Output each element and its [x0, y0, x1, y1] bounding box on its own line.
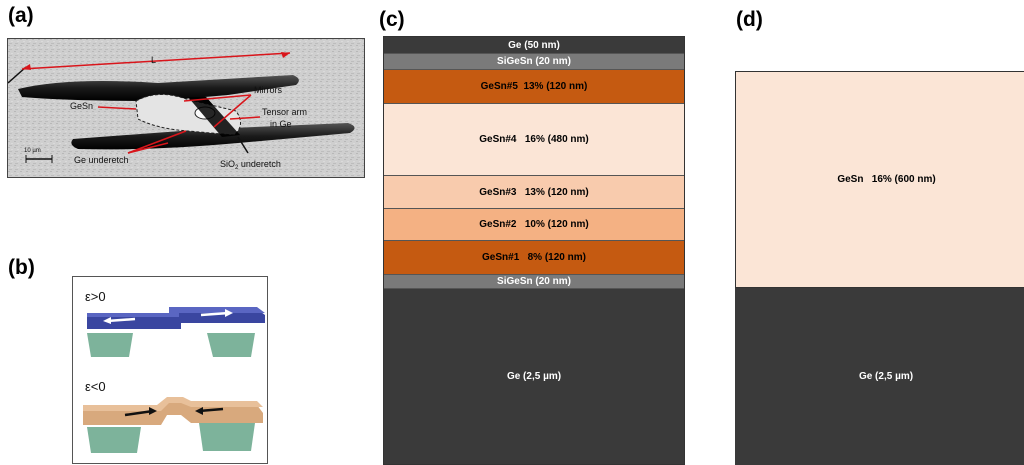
stack-c-layer-gesn1: GeSn#1 8% (120 nm) [384, 241, 684, 275]
upper-arm [18, 75, 299, 101]
panel-label-b: (b) [8, 256, 35, 279]
strain-schematic-image: ε>0 ε<0 [83, 289, 265, 453]
length-arrow-head-right [281, 52, 290, 58]
panel-label-d: (d) [736, 8, 763, 31]
tensile-arrow-right [200, 311, 230, 317]
tensor-pointer [229, 116, 261, 120]
mirrors-label: Mirrors [254, 85, 282, 95]
tensile-label: ε>0 [85, 289, 106, 304]
mirror-pointer-2 [213, 94, 252, 128]
stack-c-layer-gesn4: GeSn#4 16% (480 nm) [384, 104, 684, 176]
sio2-underetch-label: SiO2 underetch [220, 159, 281, 171]
tensile-pillar-left [87, 333, 133, 357]
tensile-arrowhead-left [103, 317, 111, 324]
ge-underetch-pointer-1 [127, 130, 187, 154]
compressive-pillar-left [87, 427, 141, 453]
stack-d-layer-ge-substrate: Ge (2,5 µm) [735, 288, 1024, 465]
sem-micrograph: L GeSn Mirrors Tensor arm in Ge 10 µm Ge… [7, 38, 365, 178]
length-label: L [151, 55, 156, 65]
gesn-pointer [97, 106, 137, 110]
compressive-arrow-left [124, 409, 154, 417]
sio2-pointer [237, 136, 249, 154]
sem-image: L GeSn Mirrors Tensor arm in Ge 10 µm Ge… [8, 39, 364, 177]
panel-label-a: (a) [8, 4, 34, 27]
tensor-arm-label-line2: in Ge [270, 119, 292, 129]
stack-d-layer-gesn: GeSn 16% (600 nm) [735, 71, 1024, 288]
scale-bar-label: 10 µm [24, 148, 41, 154]
mirror-pointer-1 [183, 94, 252, 102]
tensile-arrowhead-right [225, 309, 233, 317]
length-arrow-head-left [22, 64, 31, 70]
tensor-arm-label-line1: Tensor arm [262, 107, 307, 117]
tensor-arm-overlay [188, 97, 240, 137]
compressive-arrowhead-left [149, 407, 157, 415]
stack-c-layer-ge-cap: Ge (50 nm) [384, 37, 684, 54]
lower-arm [71, 123, 355, 150]
stack-c-layer-ge-substrate: Ge (2,5 µm) [384, 289, 684, 464]
compressive-arrowhead-right [195, 407, 203, 415]
tensile-membrane-top [87, 307, 265, 317]
ge-underetch-pointer-2 [127, 142, 169, 154]
stack-c-layer-gesn2: GeSn#2 10% (120 nm) [384, 209, 684, 241]
ge-underetch-label: Ge underetch [74, 155, 129, 165]
compressive-device [83, 397, 263, 453]
strain-schematic: ε>0 ε<0 [72, 276, 268, 464]
stack-c-layer-gesn3: GeSn#3 13% (120 nm) [384, 176, 684, 209]
stack-c-layer-gesn5: GeSn#5 13% (120 nm) [384, 70, 684, 104]
panel-label-c: (c) [379, 8, 405, 31]
compressive-label: ε<0 [85, 379, 106, 394]
gesn-label: GeSn [70, 101, 93, 111]
tensile-arrow-left [106, 317, 136, 323]
stack-c-layer-sigesn-top: SiGeSn (20 nm) [384, 54, 684, 70]
tensile-pillar-right [207, 333, 255, 357]
layer-stack-d: GeSn 16% (600 nm) Ge (2,5 µm) [735, 71, 1024, 465]
layer-stack-c: Ge (50 nm) SiGeSn (20 nm) GeSn#5 13% (12… [383, 36, 685, 465]
tensile-device [87, 307, 265, 357]
stack-c-layer-sigesn-bottom: SiGeSn (20 nm) [384, 275, 684, 289]
compressive-pillar-right [199, 423, 255, 451]
length-arrow [21, 52, 291, 70]
compressive-membrane-top [83, 397, 263, 411]
